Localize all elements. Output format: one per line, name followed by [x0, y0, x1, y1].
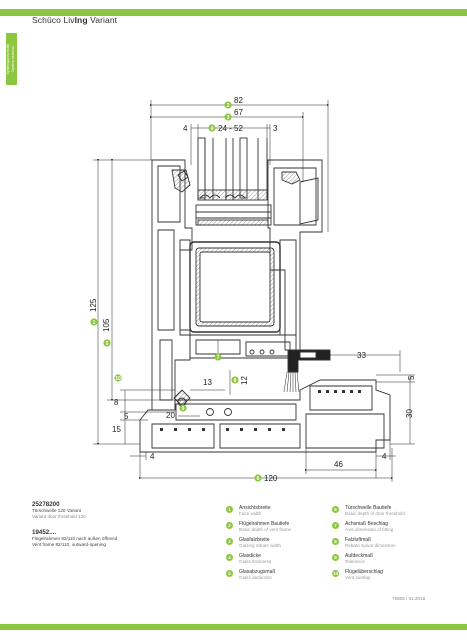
top-accent-bar [0, 9, 467, 16]
info-threshold: 25278200 Türschwelle 120 Variant Variant… [32, 501, 86, 520]
legend-item-4: 4 Glasdicke Glass thickness [226, 553, 326, 567]
marker-6: 6 [254, 474, 262, 482]
info-threshold-code: 25278200 [32, 501, 60, 508]
marker-8: 8 [231, 376, 239, 384]
legend-item-1: 1 Ansichtsbreite Face width [226, 505, 326, 519]
info-vent-frame: 19452.... Flügelrahmen 82/110 nach außen… [32, 529, 118, 548]
dim-bottom-120: 120 [264, 474, 278, 483]
section-side-tab: Systemquerschnitte System sections [6, 33, 17, 85]
dim-top-4: 4 [183, 124, 188, 133]
frame-profile [139, 137, 391, 453]
bottom-accent-bar [0, 624, 467, 630]
svg-text:5: 5 [106, 341, 109, 347]
legend-num-icon: 5 [226, 570, 233, 577]
legend-item-3: 3 Glasfalzbreite Glazing rebate width [226, 537, 326, 551]
marker-10: 10 [114, 374, 122, 382]
info-threshold-de: Türschwelle 120 Variant [32, 508, 81, 513]
legend-item-6: 6 Türschwelle Bautiefe Basic depth of do… [332, 505, 432, 519]
glass-pane-inner [239, 137, 248, 199]
legend-num-icon: 8 [332, 538, 339, 545]
dim-mid-20: 20 [166, 411, 175, 420]
svg-text:1: 1 [93, 320, 96, 326]
marker-4: 4 [208, 124, 216, 132]
svg-text:10: 10 [115, 376, 121, 382]
marker-3: 3 [224, 113, 232, 121]
dim-right-33: 33 [357, 351, 366, 360]
marker-9: 9 [179, 404, 187, 412]
legend-num-icon: 3 [226, 538, 233, 545]
dim-left-15: 15 [112, 425, 121, 434]
legend-item-5: 5 Glasabzugsmaß Glass deduction [226, 569, 326, 583]
dim-right-30: 30 [405, 409, 414, 418]
dim-bottom-46: 46 [334, 460, 343, 469]
dim-top-24-52: 24 - 52 [218, 124, 243, 133]
svg-text:4: 4 [211, 126, 214, 132]
legend-num-icon: 7 [332, 522, 339, 529]
info-threshold-en: Variant door threshold 120 [32, 514, 86, 519]
legend-item-7: 7 Achsmaß Beschlag Axis dimension of fit… [332, 521, 432, 535]
legend-item-10: 10 Flügelüberschlag Vent overlap [332, 569, 384, 580]
info-vent-frame-code: 19452.... [32, 529, 57, 536]
dim-left-105: 105 [102, 318, 111, 332]
dim-mid-13: 13 [203, 378, 212, 387]
dim-top-67: 67 [234, 108, 243, 117]
marker-1: 1 [90, 318, 98, 326]
dim-top-3: 3 [273, 124, 278, 133]
marker-5: 5 [103, 339, 111, 347]
legend-num-icon: 9 [332, 554, 339, 561]
legend-item-2: 2 Flügelrahmen Bautiefe Basic depth of v… [226, 521, 326, 535]
page-title: Schüco LivIng Variant [32, 15, 118, 25]
legend-num-icon: 2 [226, 522, 233, 529]
dim-left-8: 8 [114, 398, 119, 407]
dim-bottom-4-right: 4 [382, 452, 387, 461]
svg-text:8: 8 [234, 378, 237, 384]
info-vent-frame-de: Flügelrahmen 82/110 nach außen öffnend [32, 536, 118, 541]
svg-text:9: 9 [182, 406, 185, 412]
dim-left-5: 5 [124, 412, 129, 421]
brush-seal [283, 371, 300, 393]
marker-7: 7 [214, 353, 222, 361]
glass-pane-outer [197, 137, 206, 199]
svg-text:3: 3 [227, 115, 230, 121]
document-code: 76806 / 01.2018 [392, 596, 426, 601]
dim-left-125: 125 [89, 298, 98, 312]
legend-num-icon: 10 [332, 570, 339, 577]
marker-2: 2 [224, 101, 232, 109]
legend-item-9: 9 Aufdeckmaß Tolerance [332, 553, 432, 567]
dim-mid-12: 12 [240, 376, 249, 385]
legend-num-icon: 4 [226, 554, 233, 561]
svg-text:7: 7 [217, 355, 220, 361]
info-vent-frame-en: Vent frame 82/110, outward-opening [32, 542, 106, 547]
svg-text:2: 2 [227, 103, 230, 109]
legend-num-icon: 6 [332, 506, 339, 513]
dim-bottom-4-left: 4 [150, 452, 155, 461]
dim-top-82: 82 [234, 96, 243, 105]
svg-text:6: 6 [257, 476, 260, 482]
legend-num-icon: 1 [226, 506, 233, 513]
door-fitting [287, 349, 331, 373]
dim-right-5: 5 [407, 375, 416, 380]
legend-item-8: 8 Falzluftmaß Rebate space dimension [332, 537, 432, 551]
